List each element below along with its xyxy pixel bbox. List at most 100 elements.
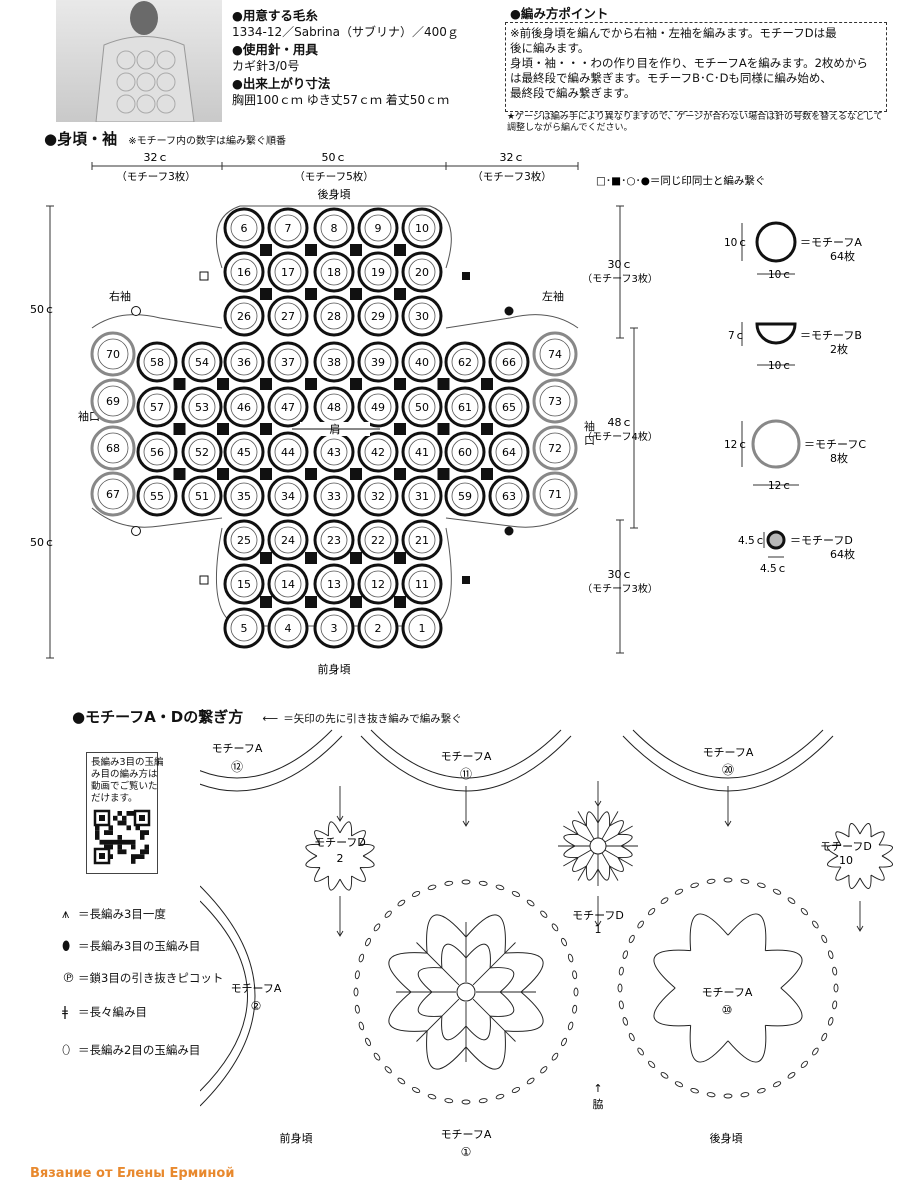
dim-left: 32ｃ (144, 151, 169, 164)
size-header: ●出来上がり寸法 (232, 76, 331, 91)
label-n10d: 10 (839, 854, 853, 867)
motif-a: 7 (267, 207, 309, 249)
dim-right: 32ｃ (500, 151, 525, 164)
motif-a: 22 (357, 519, 399, 561)
motif-legend: 10ｃ 10ｃ ＝モチーフA 64枚 7ｃ 10ｃ ＝モチーフB 2枚 12ｃ … (724, 221, 866, 575)
motif-a: 36 (223, 341, 265, 383)
motif-a: 52 (181, 431, 223, 473)
svg-text:38: 38 (327, 356, 341, 369)
label-n1: ① (461, 1145, 472, 1159)
svg-text:8枚: 8枚 (830, 451, 848, 465)
motif-a: 6 (223, 207, 265, 249)
svg-text:41: 41 (415, 446, 429, 459)
svg-text:65: 65 (502, 401, 516, 414)
section2-title: ●モチーフA・Dの繋ぎ方 (72, 708, 244, 726)
svg-text:28: 28 (327, 310, 341, 323)
arrow-left-icon: ⟵ (262, 712, 279, 725)
label-mD2: モチーフD (314, 836, 366, 849)
bobble2-icon: ⬯ (62, 1043, 71, 1058)
motif-a: 68 (90, 425, 136, 471)
bobble3-icon: ⬮ (62, 939, 71, 954)
motif-a1-outer-petals (388, 914, 544, 1070)
treble-icon: ǂ (62, 1005, 68, 1020)
svg-text:4: 4 (285, 622, 292, 635)
svg-text:12ｃ: 12ｃ (724, 439, 748, 451)
svg-text:5: 5 (241, 622, 248, 635)
motif-a: 4 (267, 607, 309, 649)
motif-a: 18 (313, 251, 355, 293)
label-side: 脇 (593, 1098, 604, 1111)
svg-text:32: 32 (371, 490, 385, 503)
svg-text:52: 52 (195, 446, 209, 459)
svg-text:1: 1 (419, 622, 426, 635)
svg-text:64枚: 64枚 (830, 249, 855, 263)
svg-text:73: 73 (548, 395, 562, 408)
label-n11: ⑪ (460, 767, 472, 781)
points-box: ※前後身頃を編んでから右袖・左袖を編みます。モチーフDは最 後に編みます。 身頃… (505, 22, 887, 112)
motif-a: 62 (444, 341, 486, 383)
svg-text:36: 36 (237, 356, 251, 369)
section1-title: ●身頃・袖 (44, 130, 118, 148)
motif-a: 67 (90, 471, 136, 517)
svg-text:16: 16 (237, 266, 251, 279)
motif-a: 3 (313, 607, 355, 649)
svg-text:22: 22 (371, 534, 385, 547)
svg-text:56: 56 (150, 446, 164, 459)
points-line: 最終段で編み繋ぎます。 (510, 86, 636, 100)
svg-text:21: 21 (415, 534, 429, 547)
svg-text:42: 42 (371, 446, 385, 459)
svg-text:70: 70 (106, 348, 120, 361)
qr-code-icon[interactable] (91, 809, 153, 867)
motif-top-arc (622, 729, 834, 792)
svg-text:37: 37 (281, 356, 295, 369)
motif-a: 10 (401, 207, 443, 249)
motif-a-legend: 10ｃ 10ｃ ＝モチーフA 64枚 (724, 221, 862, 281)
symbols-note: □･■･○･●＝同じ印同士と編み繋ぐ (596, 174, 765, 187)
label-n2: ② (251, 999, 262, 1013)
gauge-note: ★ゲージは編み手により異なりますので、ゲージが合わない場合は針の号数を替えるなど… (507, 112, 883, 133)
motif-a: 40 (401, 341, 443, 383)
motif-a: 63 (488, 475, 530, 517)
motif-a10-petals (653, 913, 803, 1063)
svg-text:2: 2 (375, 622, 382, 635)
motif-a: 26 (223, 295, 265, 337)
qr-note-line: み目の編み方は (91, 769, 158, 780)
svg-text:29: 29 (371, 310, 385, 323)
svg-text:59: 59 (458, 490, 472, 503)
label-mD1: モチーフD (572, 909, 624, 922)
motif-a: 66 (488, 341, 530, 383)
qr-note-line: 長編み3目の玉編 (91, 757, 164, 768)
motif-a1-center (456, 982, 476, 1002)
motif-a: 29 (357, 295, 399, 337)
label-mD10: モチーフD (820, 840, 872, 853)
section2-heading: ●モチーフA・Dの繋ぎ方 ⟵ ＝矢印の先に引き抜き編みで編み繋ぐ (72, 706, 462, 727)
motif-d1-petals (563, 811, 633, 881)
dim-mid: 50ｃ (322, 151, 347, 164)
svg-text:6: 6 (241, 222, 248, 235)
svg-text:26: 26 (237, 310, 251, 323)
h50-top: 50ｃ (30, 303, 55, 316)
dim-left-sub: （モチーフ3枚） (116, 170, 196, 183)
top-dimension (91, 162, 579, 170)
svg-text:3: 3 (331, 622, 338, 635)
label-n20: ⑳ (722, 763, 734, 777)
svg-text:44: 44 (281, 446, 295, 459)
r30-top-sub: （モチーフ3枚） (582, 272, 658, 285)
motif-a: 35 (223, 475, 265, 517)
svg-text:53: 53 (195, 401, 209, 414)
svg-text:8: 8 (331, 222, 338, 235)
motif-a: 44 (267, 431, 309, 473)
motif-a: 47 (267, 386, 309, 428)
picot-icon: ℗ (62, 971, 75, 986)
motif-a10-ring (617, 877, 839, 1099)
legend-item: ⩚＝長編み3目一度 (62, 907, 166, 922)
back-label: 後身頃 (318, 187, 351, 201)
motif-a: 30 (401, 295, 443, 337)
section1-heading: ●身頃・袖 ※モチーフ内の数字は編み繋ぐ順番 (44, 128, 286, 149)
svg-text:45: 45 (237, 446, 251, 459)
label-n12: ⑫ (231, 760, 243, 774)
svg-text:20: 20 (415, 266, 429, 279)
points-line: は最終段で編み繋ぎます。モチーフB･C･Dも同様に編み始め、 (510, 71, 832, 85)
tools-header: ●使用針・用具 (232, 42, 318, 57)
motif-a: 50 (401, 386, 443, 428)
